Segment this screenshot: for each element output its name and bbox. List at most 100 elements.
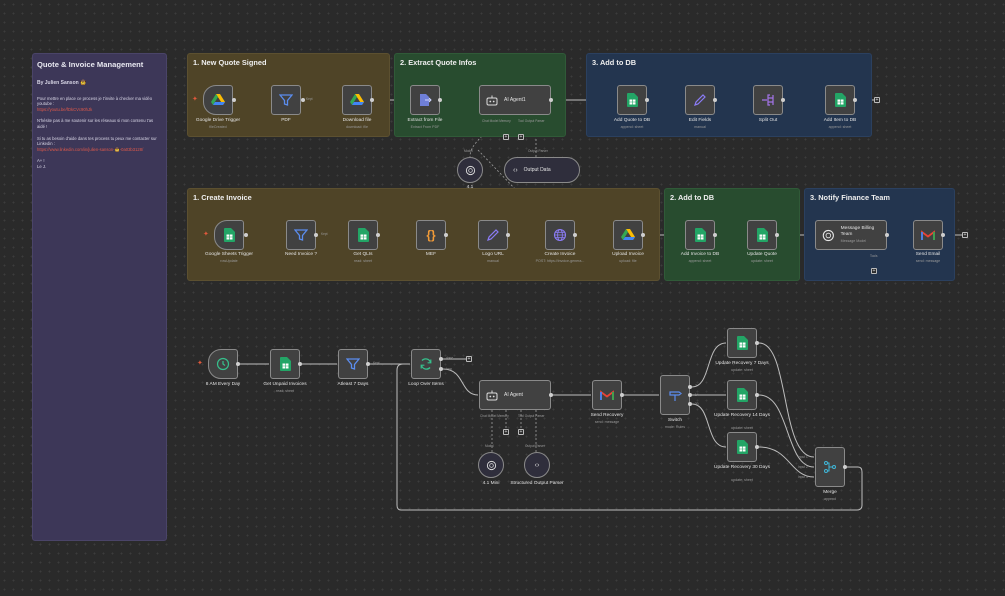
output-port[interactable] [620,393,624,397]
node-get-unpaid-invoices[interactable] [270,349,300,379]
node-logo-url[interactable] [478,220,508,250]
node-download-file[interactable] [342,85,372,115]
output-port[interactable] [843,465,847,469]
node-subtitle: upload: file [619,259,637,263]
output-port[interactable] [755,341,759,345]
node-edit-fields[interactable] [685,85,715,115]
output-port[interactable] [941,233,945,237]
output-port[interactable] [713,98,717,102]
group-add-to-db[interactable]: 3. Add to DB [586,53,872,137]
node-send-email[interactable] [913,220,943,250]
node-label: Update Recovery 7 Days [715,361,769,366]
node-atleast-7-days[interactable] [338,349,368,379]
node-structured-output-parser[interactable]: ‹› [524,452,550,478]
add-memory-button[interactable]: + [503,134,509,140]
node-subtitle: update: sheet [731,478,753,482]
sticky-note[interactable]: Quote & Invoice Management By Julien San… [32,53,167,541]
output-port[interactable] [688,393,692,397]
connection [758,394,815,468]
node-update-quote[interactable] [747,220,777,250]
node-subtitle: download: file [346,125,368,129]
node-4-1-mini[interactable] [478,452,504,478]
output-port[interactable] [885,233,889,237]
node-output-data[interactable]: ‹› Output Data [504,157,580,183]
output-port[interactable] [645,98,649,102]
output-port[interactable] [573,233,577,237]
port-label: Tool Output Parser [518,119,545,123]
node-upload-invoice[interactable] [613,220,643,250]
note-paragraph: Si tu as besoin d'aide dans tes process … [37,135,157,152]
output-port[interactable] [853,98,857,102]
youtube-link[interactable]: https://youtu.be/fDkCVc90hJk [37,106,93,112]
node-pdf-filter[interactable] [271,85,301,115]
output-port[interactable] [781,98,785,102]
node-add-quote-to-db[interactable] [617,85,647,115]
add-node-button[interactable]: + [466,356,472,362]
output-port[interactable] [366,362,370,366]
node-label: Atleast 7 Days [337,382,369,387]
add-node-button[interactable]: + [874,97,880,103]
output-port[interactable] [301,98,305,102]
output-port[interactable] [549,98,553,102]
node-create-invoice[interactable] [545,220,575,250]
node-send-recovery[interactable] [592,380,622,410]
node-extract-from-file[interactable] [410,85,440,115]
node-add-item-to-db[interactable] [825,85,855,115]
node-label: Structured Output Parser [510,481,564,486]
output-port[interactable] [641,233,645,237]
group-title: 3. Add to DB [592,58,637,67]
output-port[interactable] [688,385,692,389]
node-mef[interactable]: {} [416,220,446,250]
output-port[interactable] [755,445,759,449]
filter-icon [279,94,293,106]
output-port[interactable] [688,402,692,406]
output-port[interactable] [244,233,248,237]
add-tool-button[interactable]: + [871,268,877,274]
node-ai-agent1[interactable]: AI Agent1 [479,85,551,115]
node-google-sheets-trigger[interactable] [214,220,244,250]
group-title: 3. Notify Finance Team [810,193,890,202]
node-update-recovery-7-days[interactable] [727,328,757,358]
output-port[interactable] [549,393,553,397]
port-label: Input 1 [798,455,808,459]
add-tool-button[interactable]: + [518,134,524,140]
output-port[interactable] [438,98,442,102]
port-label: Model [464,149,473,153]
output-port[interactable] [236,362,240,366]
node-update-recovery-30-days[interactable] [727,432,757,462]
node-update-recovery-14-days[interactable] [727,380,757,410]
add-node-button[interactable]: + [962,232,968,238]
output-port[interactable] [370,98,374,102]
node-get-qlis[interactable] [348,220,378,250]
node-loop-over-items[interactable] [411,349,441,379]
output-port[interactable] [232,98,236,102]
node-add-invoice-to-db[interactable] [685,220,715,250]
node-need-invoice[interactable] [286,220,316,250]
output-port[interactable] [775,233,779,237]
node-ai-agent[interactable]: AI Agent [479,380,551,410]
node-merge[interactable] [815,447,845,487]
port-label: Kept [306,97,313,101]
output-port[interactable] [506,233,510,237]
linkedin-link[interactable]: https://www.linkedin.com/in/julien-sanso… [37,146,144,152]
node-subtitle: append [824,497,836,501]
google-sheets-icon [223,228,235,242]
node-model-4-1[interactable] [457,157,483,183]
output-port[interactable] [439,367,443,371]
output-port[interactable] [755,393,759,397]
node-split-out[interactable] [753,85,783,115]
output-port[interactable] [439,357,443,361]
output-port[interactable] [444,233,448,237]
node-switch[interactable] [660,375,690,415]
port-label: Input 3 [798,475,808,479]
google-drive-icon [350,94,364,105]
add-tool-button[interactable]: + [518,429,524,435]
node-8am-every-day[interactable] [208,349,238,379]
output-port[interactable] [298,362,302,366]
output-port[interactable] [713,233,717,237]
output-port[interactable] [314,233,318,237]
node-google-drive-trigger[interactable] [203,85,233,115]
add-memory-button[interactable]: + [503,429,509,435]
output-port[interactable] [376,233,380,237]
